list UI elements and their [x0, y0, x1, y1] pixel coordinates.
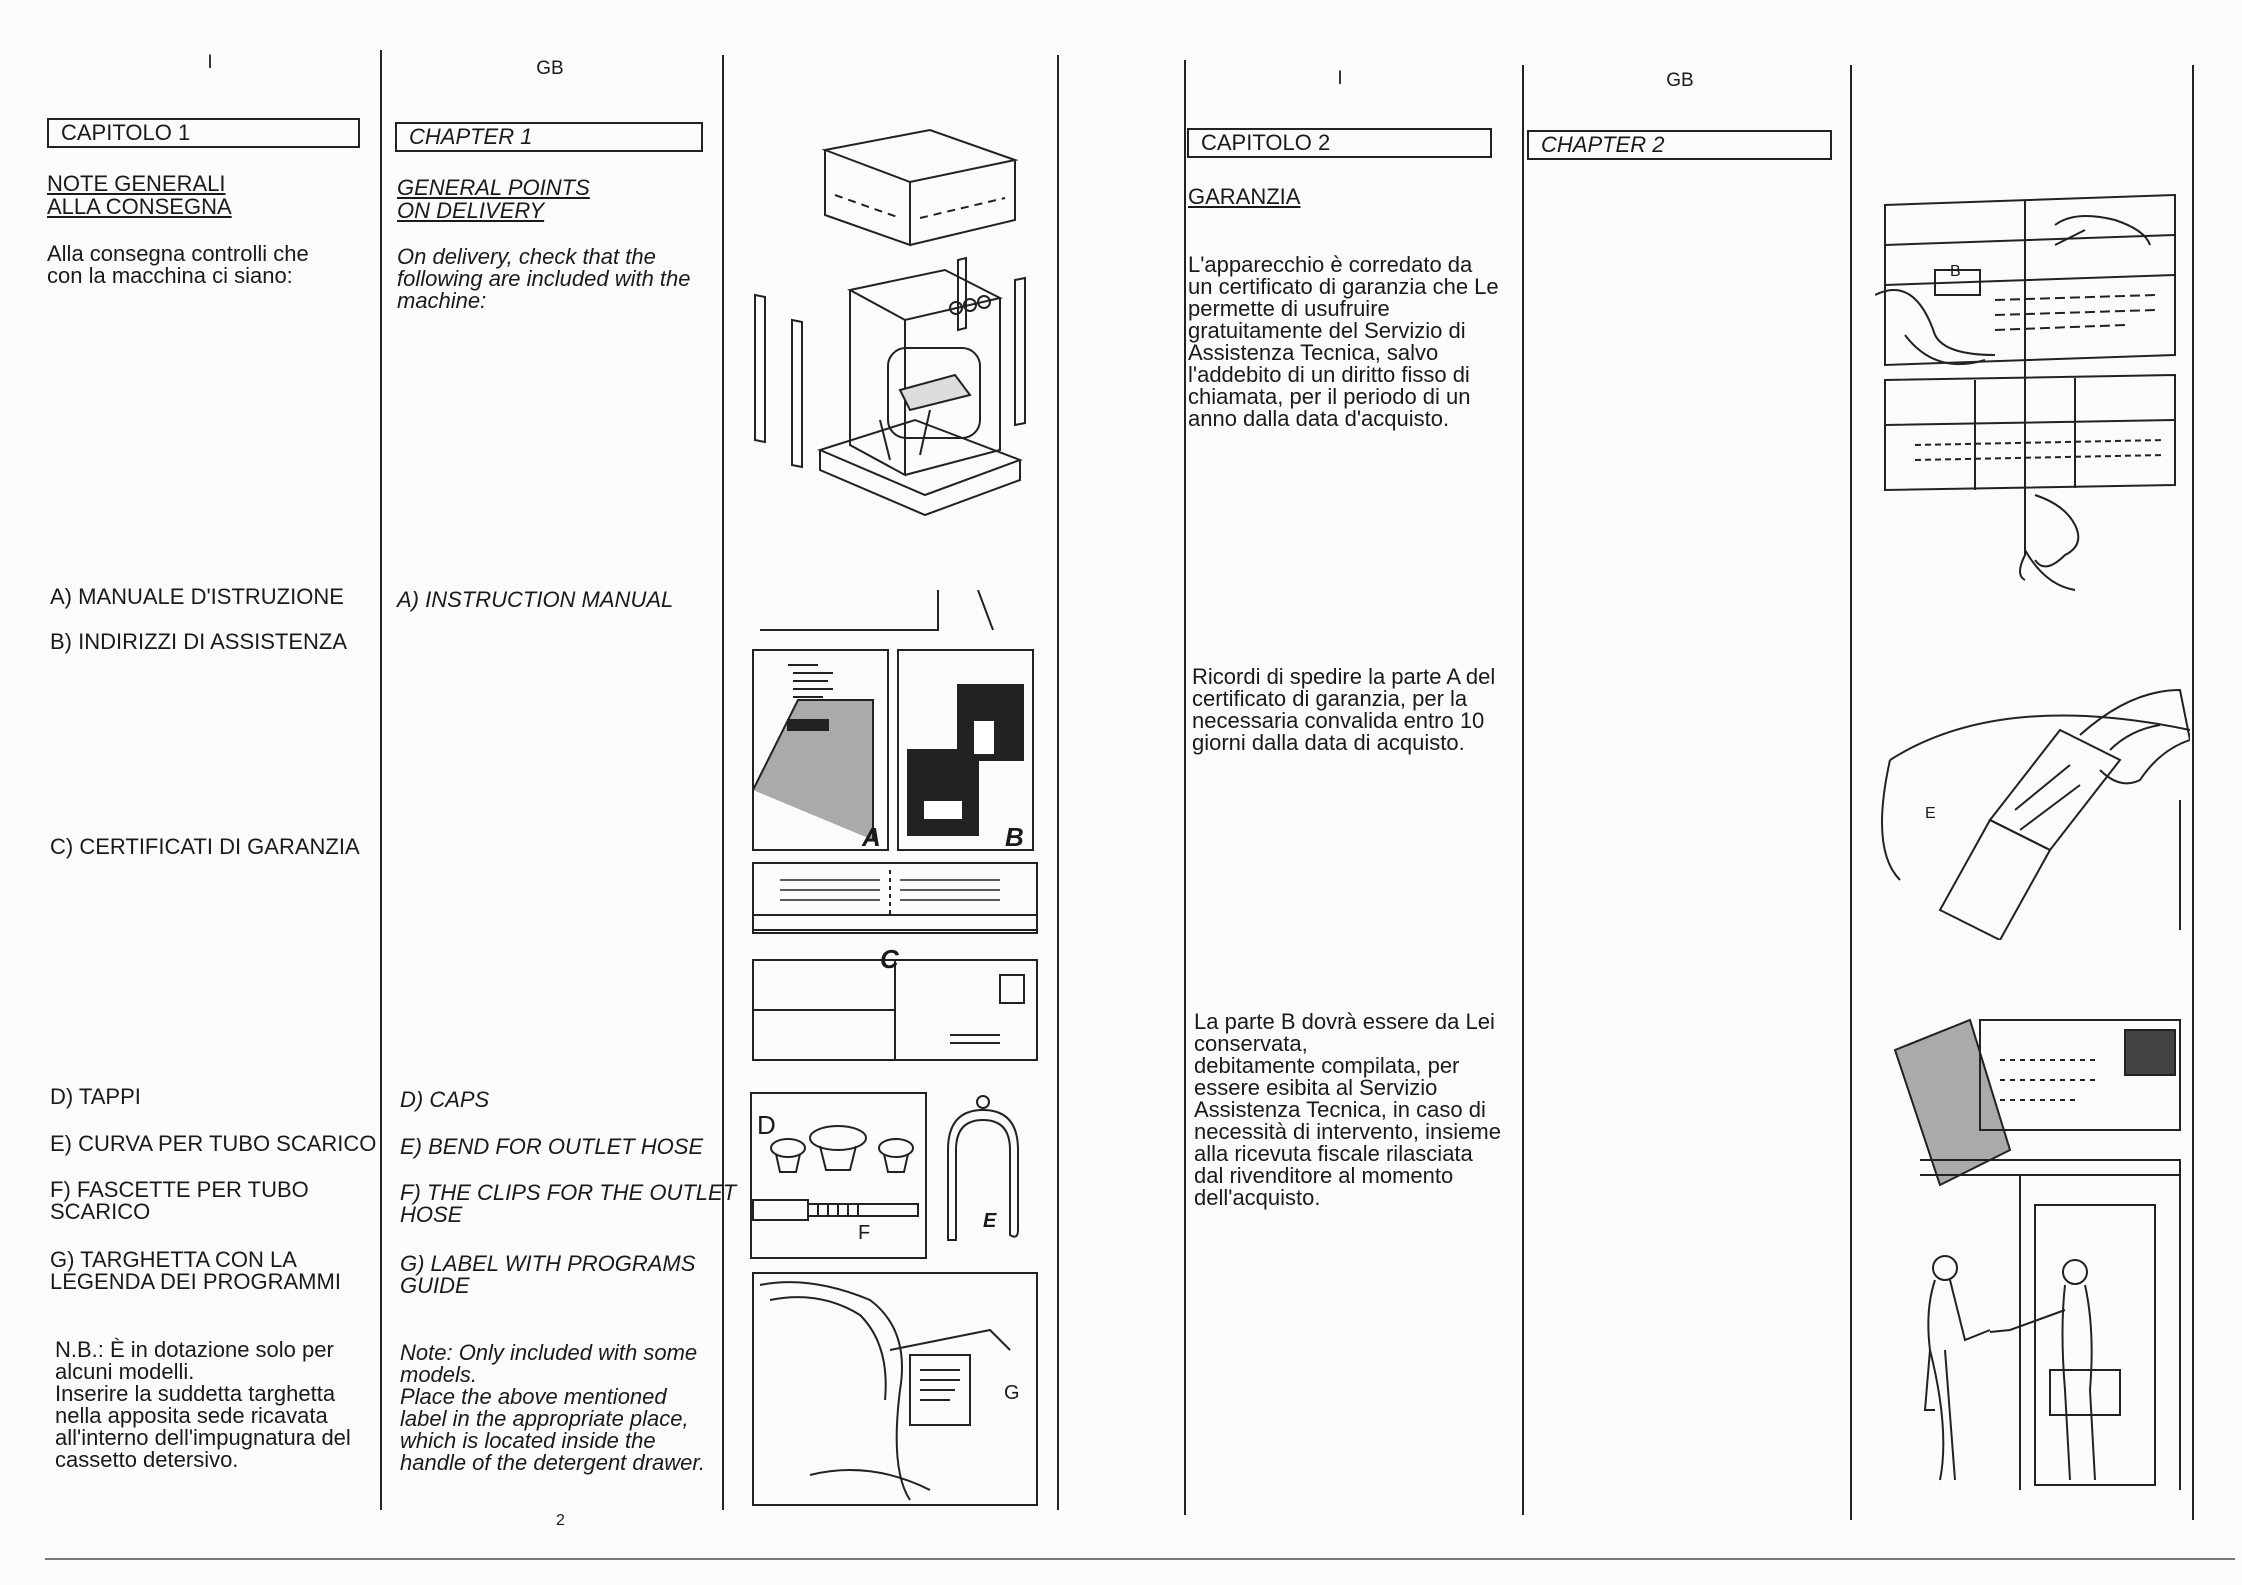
- item-g-gb: G) LABEL WITH PROGRAMS: [400, 1251, 696, 1276]
- col-lang-it: I: [207, 52, 213, 73]
- warranty-paragraph-3: dal rivenditore al momento: [1194, 1163, 1454, 1188]
- note-gb: handle of the detergent drawer.: [400, 1450, 705, 1475]
- warranty-paragraph-1: L'apparecchio è corredato da: [1188, 252, 1473, 277]
- note-it: nella apposita sede ricavata: [55, 1403, 328, 1428]
- figure-a-b-manual-and-addresses: [748, 590, 1043, 860]
- col-lang-gb: GB: [1666, 70, 1694, 91]
- item-a-it: A) MANUALE D'ISTRUZIONE: [50, 584, 344, 609]
- warranty-paragraph-1: permette di usufruire: [1188, 296, 1390, 321]
- figure-label-e: E: [983, 1210, 997, 1232]
- item-e-gb: E) BEND FOR OUTLET HOSE: [400, 1134, 704, 1159]
- item-f-it: SCARICO: [50, 1199, 151, 1224]
- item-b-it: B) INDIRIZZI DI ASSISTENZA: [50, 629, 348, 654]
- certificate-tearing-illustration: [1875, 185, 2185, 605]
- note-gb: models.: [400, 1362, 478, 1387]
- warranty-paragraph-3: alla ricevuta fiscale rilasciata: [1194, 1141, 1473, 1166]
- warranty-paragraph-1: Assistenza Tecnica, salvo: [1188, 340, 1439, 365]
- column-rule: [722, 55, 724, 1510]
- figure-label-c: C: [880, 944, 899, 974]
- col-lang-it: I: [1337, 68, 1343, 89]
- intro-text-it: con la macchina ci siano:: [47, 263, 293, 288]
- item-f-gb: HOSE: [400, 1202, 463, 1227]
- warranty-paragraph-3: essere esibita al Servizio: [1194, 1075, 1438, 1100]
- warranty-paragraph-2: necessaria convalida entro 10: [1192, 708, 1485, 733]
- note-gb: Place the above mentioned: [400, 1384, 667, 1409]
- item-f-gb: F) THE CLIPS FOR THE OUTLET: [400, 1180, 737, 1205]
- item-c-it: C) CERTIFICATI DI GARANZIA: [50, 834, 360, 859]
- page-number: 2: [556, 1512, 565, 1529]
- warranty-paragraph-3: dell'acquisto.: [1194, 1185, 1321, 1210]
- figure-c-warranty-certificate: [750, 860, 1040, 1065]
- chapter-box-gb: CHAPTER 1: [395, 122, 703, 152]
- item-d-it: D) TAPPI: [50, 1084, 141, 1109]
- figure-label-b: B: [1005, 822, 1024, 852]
- figure-d-e-f-caps-bend-clips: [748, 1090, 1043, 1260]
- chapter-box-it: CAPITOLO 2: [1187, 128, 1492, 158]
- warranty-paragraph-1: l'addebito di un diritto fisso di: [1188, 362, 1470, 387]
- item-g-it: G) TARGHETTA CON LA: [50, 1247, 297, 1272]
- note-it: all'interno dell'impugnatura del: [55, 1425, 351, 1450]
- warranty-paragraph-3: conservata,: [1194, 1031, 1308, 1056]
- note-it: N.B.: È in dotazione solo per: [55, 1337, 334, 1362]
- warranty-paragraph-1: gratuitamente del Servizio di: [1188, 318, 1466, 343]
- handover-at-service-illustration: [1880, 1010, 2190, 1510]
- section-heading-it: ALLA CONSEGNA: [47, 194, 232, 219]
- warranty-paragraph-3: Assistenza Tecnica, in caso di: [1194, 1097, 1486, 1122]
- note-gb: which is located inside the: [400, 1428, 656, 1453]
- warranty-paragraph-2: Ricordi di spedire la parte A del: [1192, 664, 1496, 689]
- figure-label-g: G: [1004, 1382, 1020, 1404]
- warranty-paragraph-2: certificato di garanzia, per la: [1192, 686, 1468, 711]
- warranty-paragraph-1: anno dalla data d'acquisto.: [1188, 406, 1450, 431]
- warranty-paragraph-2: giorni dalla data di acquisto.: [1192, 730, 1465, 755]
- note-it: Inserire la suddetta targhetta: [55, 1381, 336, 1406]
- intro-text-gb: following are included with the: [397, 266, 691, 291]
- item-d-gb: D) CAPS: [400, 1087, 490, 1112]
- item-e-it: E) CURVA PER TUBO SCARICO: [50, 1131, 377, 1156]
- column-rule: [1850, 65, 1852, 1520]
- intro-text-it: Alla consegna controlli che: [47, 241, 309, 266]
- section-heading-it: GARANZIA: [1188, 184, 1301, 209]
- warranty-paragraph-3: debitamente compilata, per: [1194, 1053, 1460, 1078]
- column-rule: [1184, 60, 1186, 1515]
- note-it: cassetto detersivo.: [55, 1447, 239, 1472]
- figure-label-e-right: E: [1925, 805, 1936, 822]
- column-rule: [2192, 65, 2194, 1520]
- washing-machine-unpacking-illustration: [740, 120, 1040, 540]
- item-g-gb: GUIDE: [400, 1273, 470, 1298]
- item-f-it: F) FASCETTE PER TUBO: [50, 1177, 309, 1202]
- section-heading-gb: ON DELIVERY: [397, 198, 545, 223]
- figure-label-b-right: B: [1950, 263, 1961, 280]
- section-heading-gb: GENERAL POINTS: [397, 175, 590, 200]
- bottom-rule: [45, 1558, 2235, 1560]
- warranty-paragraph-3: necessità di intervento, insieme: [1194, 1119, 1501, 1144]
- figure-label-f: F: [858, 1222, 871, 1244]
- intro-text-gb: On delivery, check that the: [397, 244, 656, 269]
- intro-text-gb: machine:: [397, 288, 487, 313]
- column-rule: [380, 50, 382, 1510]
- chapter-box-gb: CHAPTER 2: [1527, 130, 1832, 160]
- chapter-box-it: CAPITOLO 1: [47, 118, 360, 148]
- note-gb: label in the appropriate place,: [400, 1406, 689, 1431]
- note-gb: Note: Only included with some: [400, 1340, 698, 1365]
- col-lang-gb: GB: [536, 58, 564, 79]
- column-rule: [1057, 55, 1059, 1510]
- note-it: alcuni modelli.: [55, 1359, 195, 1384]
- figure-g-program-label: [750, 1270, 1040, 1510]
- section-heading-it: NOTE GENERALI: [47, 171, 226, 196]
- column-rule: [1522, 65, 1524, 1515]
- figure-label-d: D: [757, 1110, 776, 1140]
- warranty-paragraph-1: un certificato di garanzia che Le: [1188, 274, 1499, 299]
- mailing-certificate-illustration: [1880, 670, 2190, 940]
- figure-label-a: A: [862, 822, 881, 852]
- warranty-paragraph-1: chiamata, per il periodo di un: [1188, 384, 1471, 409]
- warranty-paragraph-3: La parte B dovrà essere da Lei: [1194, 1009, 1495, 1034]
- item-a-gb: A) INSTRUCTION MANUAL: [397, 587, 674, 612]
- item-g-it: LEGENDA DEI PROGRAMMI: [50, 1269, 341, 1294]
